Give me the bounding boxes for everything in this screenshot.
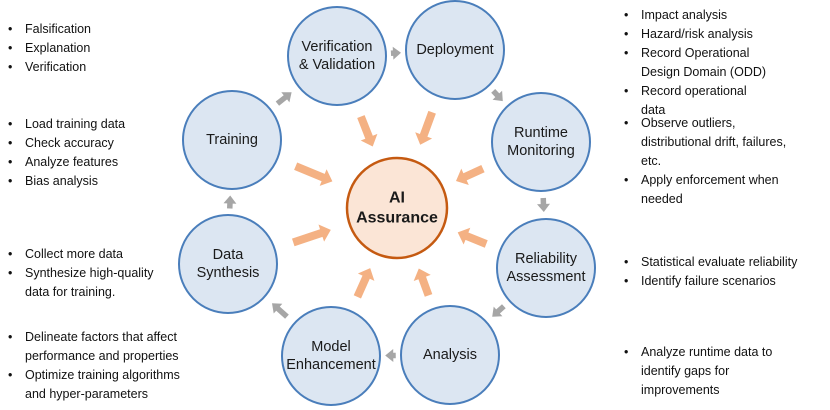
note-item: Analyze runtime data to identify gaps fo… <box>622 343 782 400</box>
stage-label: Assessment <box>507 269 586 285</box>
inward-arrow <box>413 268 433 297</box>
notes-analysis: Analyze runtime data to identify gaps fo… <box>622 343 782 400</box>
stage-runtime-monitoring <box>491 92 591 192</box>
stage-label: Monitoring <box>507 143 575 159</box>
stage-label: Verification <box>302 39 373 55</box>
note-item: Statistical evaluate reliability <box>622 253 827 272</box>
cycle-arrow <box>537 197 550 212</box>
note-item: Analyze features <box>6 153 176 172</box>
note-item: Verification <box>6 58 166 77</box>
notes-model-enhancement: Delineate factors that affect performanc… <box>6 328 194 404</box>
notes-verification: Falsification Explanation Verification <box>6 20 166 77</box>
note-item: Delineate factors that affect performanc… <box>6 328 194 366</box>
note-item: Falsification <box>6 20 166 39</box>
inward-arrow <box>457 227 488 248</box>
note-item: Observe outliers, distributional drift, … <box>622 114 797 171</box>
inward-arrow <box>456 165 485 185</box>
note-item: Record Operational Design Domain (ODD) <box>622 44 772 82</box>
stage-reliability-assessment <box>496 218 596 318</box>
center-label: AI <box>389 190 405 207</box>
stage-label: Reliability <box>515 251 578 267</box>
stage-deployment <box>405 0 505 100</box>
cycle-arrow <box>223 195 237 209</box>
inward-arrow <box>294 162 333 186</box>
cycle-arrow <box>491 89 503 102</box>
stage-verification-validation <box>287 6 387 106</box>
note-item: Optimize training algorithms and hyper-p… <box>6 366 194 404</box>
cycle-arrow <box>492 304 506 317</box>
note-item: Explanation <box>6 39 166 58</box>
notes-runtime-monitoring: Observe outliers, distributional drift, … <box>622 114 797 209</box>
stage-label: Analysis <box>423 347 477 363</box>
stage-analysis <box>400 305 500 405</box>
notes-reliability: Statistical evaluate reliability Identif… <box>622 253 827 291</box>
cycle-arrow <box>385 349 396 362</box>
stage-label: Synthesis <box>197 265 260 281</box>
center-ai-assurance <box>345 156 449 260</box>
note-item: Collect more data <box>6 245 171 264</box>
stage-training <box>182 90 282 190</box>
stage-label: Enhancement <box>286 357 375 373</box>
inward-arrow <box>292 224 331 247</box>
cycle-arrow <box>272 303 289 319</box>
stage-label: Training <box>206 132 258 148</box>
inward-arrow <box>357 115 378 147</box>
stage-label: Deployment <box>416 42 493 58</box>
notes-training: Load training data Check accuracy Analyz… <box>6 115 176 191</box>
center-label: Assurance <box>356 210 438 227</box>
stage-model-enhancement <box>281 306 381 406</box>
note-item: Impact analysis <box>622 6 772 25</box>
note-item: Hazard/risk analysis <box>622 25 772 44</box>
note-item: Check accuracy <box>6 134 176 153</box>
note-item: Bias analysis <box>6 172 176 191</box>
inward-arrow <box>353 268 375 299</box>
note-item: Apply enforcement when needed <box>622 171 797 209</box>
stage-label: Model <box>311 339 351 355</box>
inward-arrow <box>415 110 436 145</box>
cycle-arrow <box>275 92 292 106</box>
note-item: Load training data <box>6 115 176 134</box>
stage-label: & Validation <box>299 57 375 73</box>
cycle-arrow <box>390 46 401 60</box>
notes-deployment: Impact analysis Hazard/risk analysis Rec… <box>622 6 772 120</box>
stage-data-synthesis <box>178 214 278 314</box>
stage-label: Runtime <box>514 125 568 141</box>
notes-data-synthesis: Collect more data Synthesize high-qualit… <box>6 245 171 302</box>
note-item: Identify failure scenarios <box>622 272 827 291</box>
stage-label: Data <box>213 247 245 263</box>
note-item: Synthesize high-quality data for trainin… <box>6 264 171 302</box>
